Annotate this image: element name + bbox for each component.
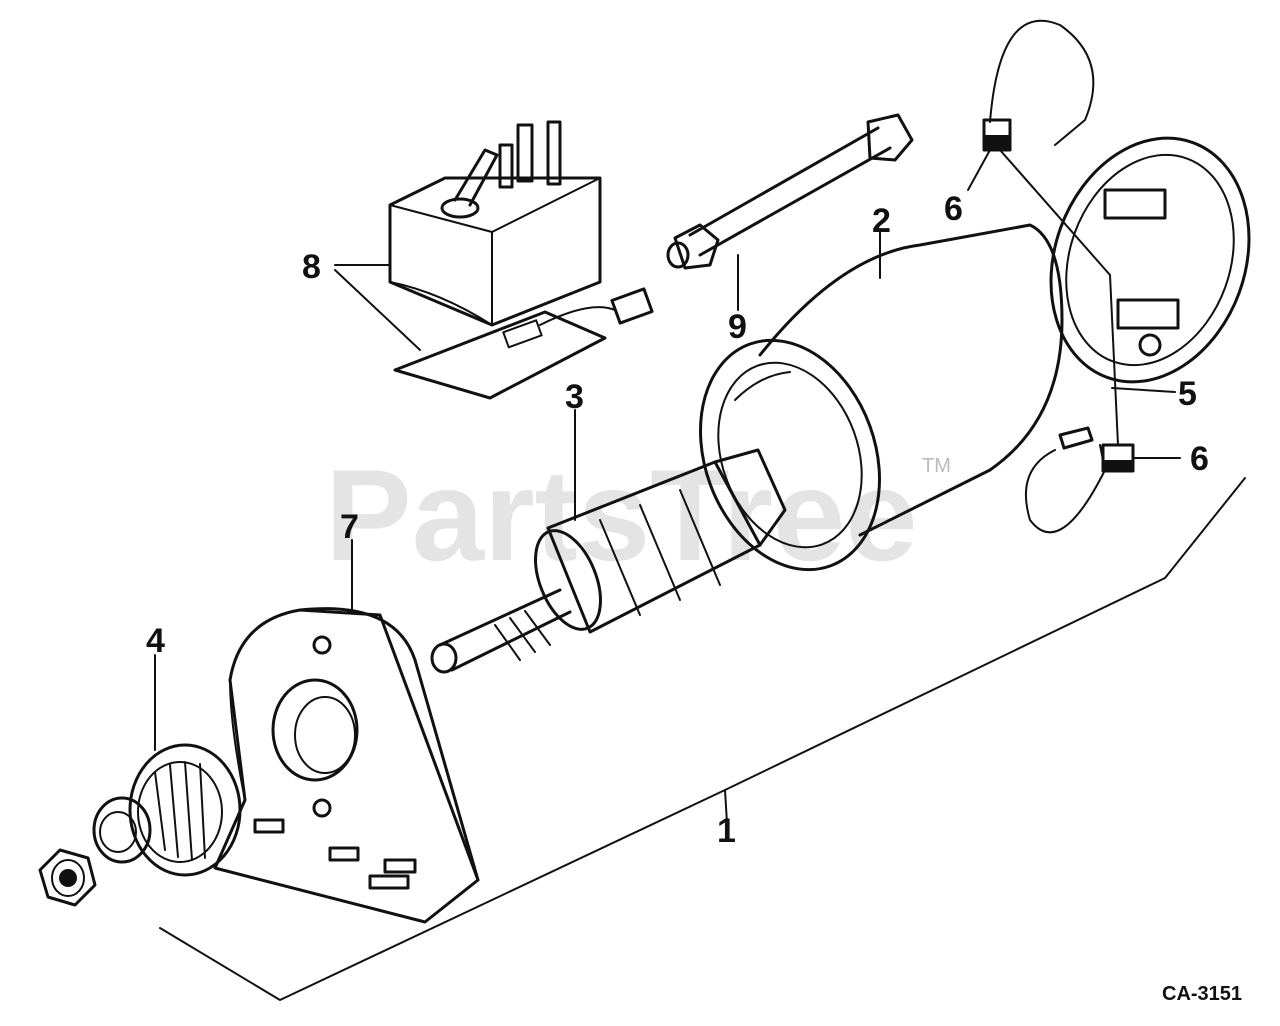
callout-8: 8 bbox=[302, 248, 321, 286]
drive-end-bracket bbox=[213, 607, 480, 924]
watermark-tm: TM bbox=[922, 455, 951, 477]
solenoid-mount-plate bbox=[393, 287, 654, 400]
drive-pinion bbox=[92, 743, 242, 877]
callout-labels: 1 2 3 4 5 6 6 7 8 9 bbox=[146, 190, 1209, 850]
callout-4: 4 bbox=[146, 622, 165, 660]
brush-lower bbox=[1101, 443, 1135, 473]
callout-3: 3 bbox=[565, 378, 584, 416]
drawing-code: CA-3151 bbox=[1162, 983, 1242, 1005]
callout-2: 2 bbox=[872, 202, 891, 240]
end-cap-brush-plate bbox=[1049, 136, 1251, 384]
cable-rod bbox=[666, 113, 914, 270]
watermark-text: PartsTree bbox=[325, 442, 918, 588]
callout-9: 9 bbox=[728, 308, 747, 346]
callout-1: 1 bbox=[717, 812, 736, 850]
brush-upper bbox=[982, 118, 1012, 152]
leader-lines bbox=[154, 149, 1181, 751]
callout-7: 7 bbox=[340, 508, 359, 546]
callout-6-lower: 6 bbox=[1190, 440, 1209, 478]
pinion-nut bbox=[38, 848, 97, 907]
watermark: PartsTree TM bbox=[325, 442, 951, 588]
assembly-bracket bbox=[159, 477, 1246, 1001]
callout-6-upper: 6 bbox=[944, 190, 963, 228]
armature bbox=[430, 448, 787, 674]
callout-5: 5 bbox=[1178, 375, 1197, 413]
solenoid-switch bbox=[388, 120, 602, 327]
